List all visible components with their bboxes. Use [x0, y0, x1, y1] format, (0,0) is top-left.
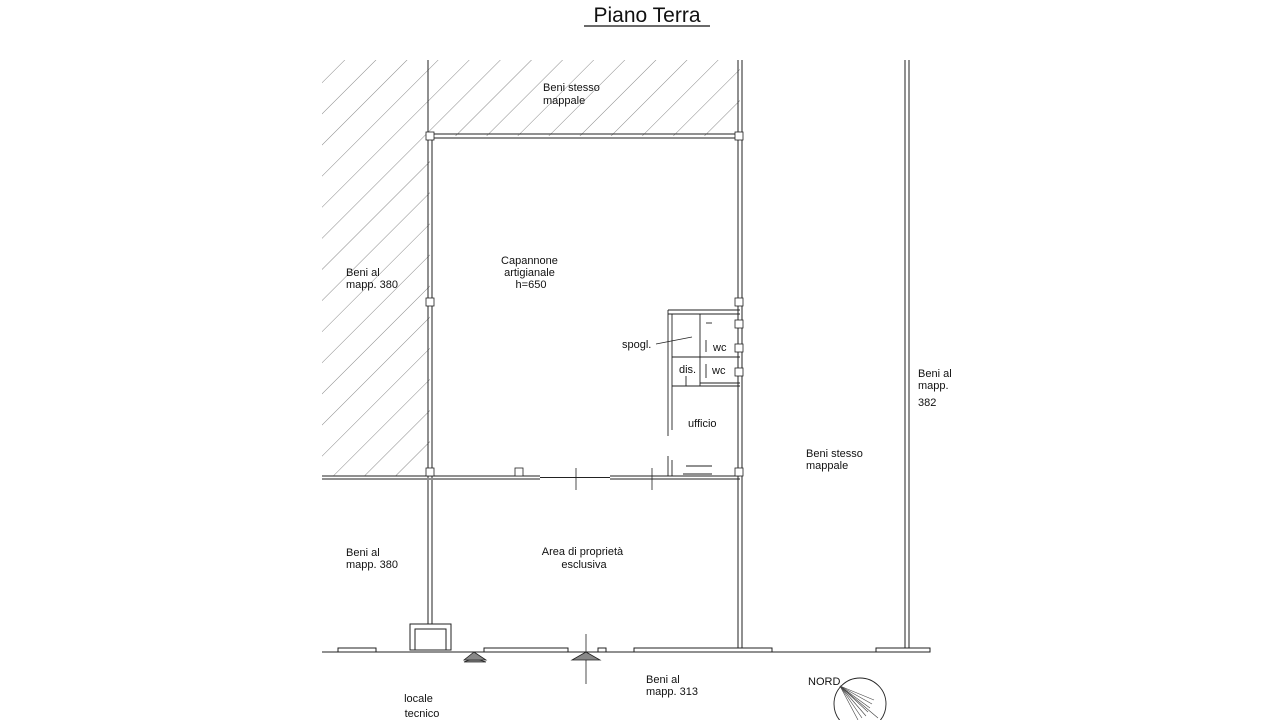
label-beni-313: Beni al mapp. 313: [646, 674, 698, 698]
label-beni-380-bottom: Beni al mapp. 380: [346, 547, 398, 571]
plan-title: Piano Terra: [593, 4, 700, 27]
hatched-area-top: [430, 60, 740, 136]
label-beni-382: Beni al mapp. 382: [918, 368, 955, 409]
entrance-markers: [462, 634, 602, 684]
label-beni-380-top: Beni al mapp. 380: [346, 267, 398, 291]
bottom-boundary: [322, 647, 931, 653]
hatched-area-left: [322, 60, 430, 476]
label-ufficio: ufficio: [688, 418, 717, 430]
label-wc-1: wc: [712, 342, 727, 354]
front-wall-ticks: [575, 468, 653, 490]
label-wc-2: wc: [711, 365, 726, 377]
label-beni-stesso-top: Beni stesso mappale: [543, 82, 603, 107]
services-block: [667, 309, 740, 476]
label-capannone: Capannone artigianale h=650: [501, 255, 561, 291]
locale-tecnico-box: [409, 623, 452, 651]
spogl-leader: [655, 336, 693, 345]
label-beni-stesso-right: Beni stesso mappale: [806, 448, 866, 472]
label-dis: dis.: [679, 364, 696, 376]
column-markers: [425, 131, 744, 477]
north-compass-icon: NORD: [808, 676, 887, 720]
right-boundary: [904, 60, 910, 650]
wall-fixtures: [734, 319, 744, 377]
label-spogl: spogl.: [622, 339, 651, 351]
label-nord: NORD: [808, 676, 840, 688]
label-area-esclusiva: Area di proprietà esclusiva: [542, 546, 626, 571]
lower-left-wall: [427, 480, 433, 624]
label-locale-tecnico: locale tecnico: [404, 693, 439, 720]
